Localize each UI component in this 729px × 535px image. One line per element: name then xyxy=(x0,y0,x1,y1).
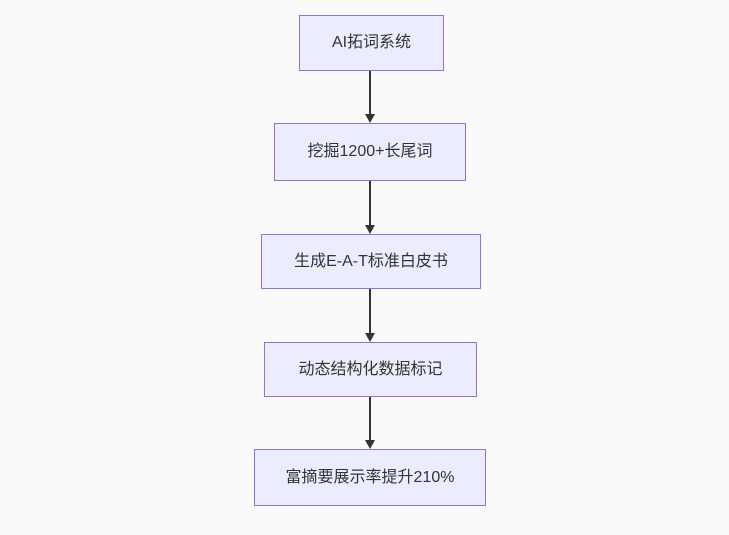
arrowhead-icon xyxy=(365,114,375,123)
arrow-down-2 xyxy=(360,181,380,234)
arrow-line xyxy=(369,71,371,116)
arrow-line xyxy=(369,289,371,335)
flow-node-longtail-keywords: 挖掘1200+长尾词 xyxy=(274,123,466,181)
flow-node-ai-keyword-system: AI拓词系统 xyxy=(299,15,444,71)
arrowhead-icon xyxy=(365,440,375,449)
arrow-line xyxy=(369,397,371,442)
flow-node-structured-data-markup: 动态结构化数据标记 xyxy=(264,342,477,397)
arrowhead-icon xyxy=(365,225,375,234)
arrow-down-4 xyxy=(360,397,380,449)
arrow-down-3 xyxy=(360,289,380,342)
flow-node-rich-snippet-result: 富摘要展示率提升210% xyxy=(254,449,486,506)
flow-node-eat-whitepaper: 生成E-A-T标准白皮书 xyxy=(261,234,481,289)
arrowhead-icon xyxy=(365,333,375,342)
arrow-line xyxy=(369,181,371,227)
arrow-down-1 xyxy=(360,71,380,123)
